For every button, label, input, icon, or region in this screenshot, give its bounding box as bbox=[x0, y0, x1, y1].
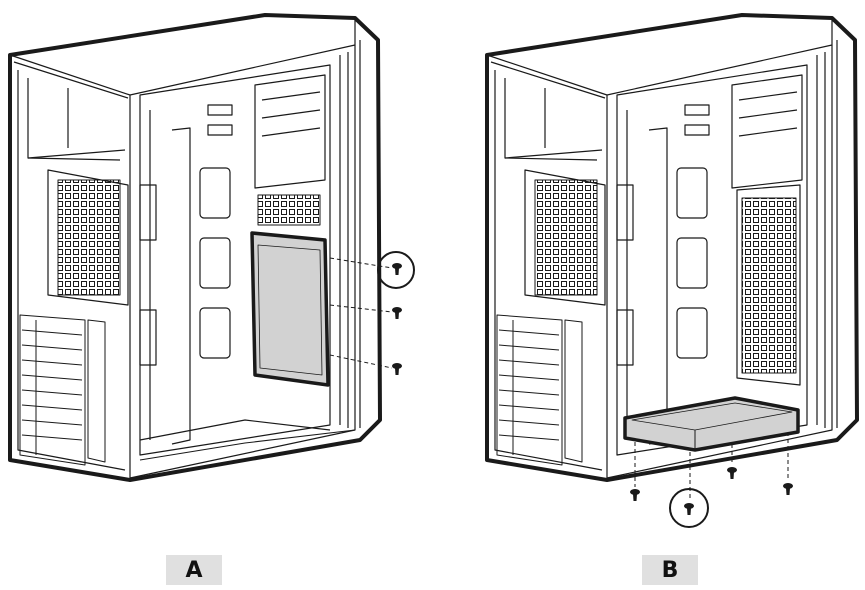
panel-label-a: A bbox=[166, 555, 222, 585]
highlight-circle-b bbox=[669, 488, 709, 528]
screws-panel-a bbox=[377, 251, 415, 375]
screws-panel-b bbox=[630, 467, 793, 528]
panel-label-b: B bbox=[642, 555, 698, 585]
hard-drive bbox=[250, 231, 330, 387]
panel-b-chassis bbox=[485, 13, 859, 500]
panel-a-chassis bbox=[8, 13, 393, 482]
highlight-circle-a bbox=[377, 251, 415, 289]
hard-drive bbox=[623, 396, 800, 452]
